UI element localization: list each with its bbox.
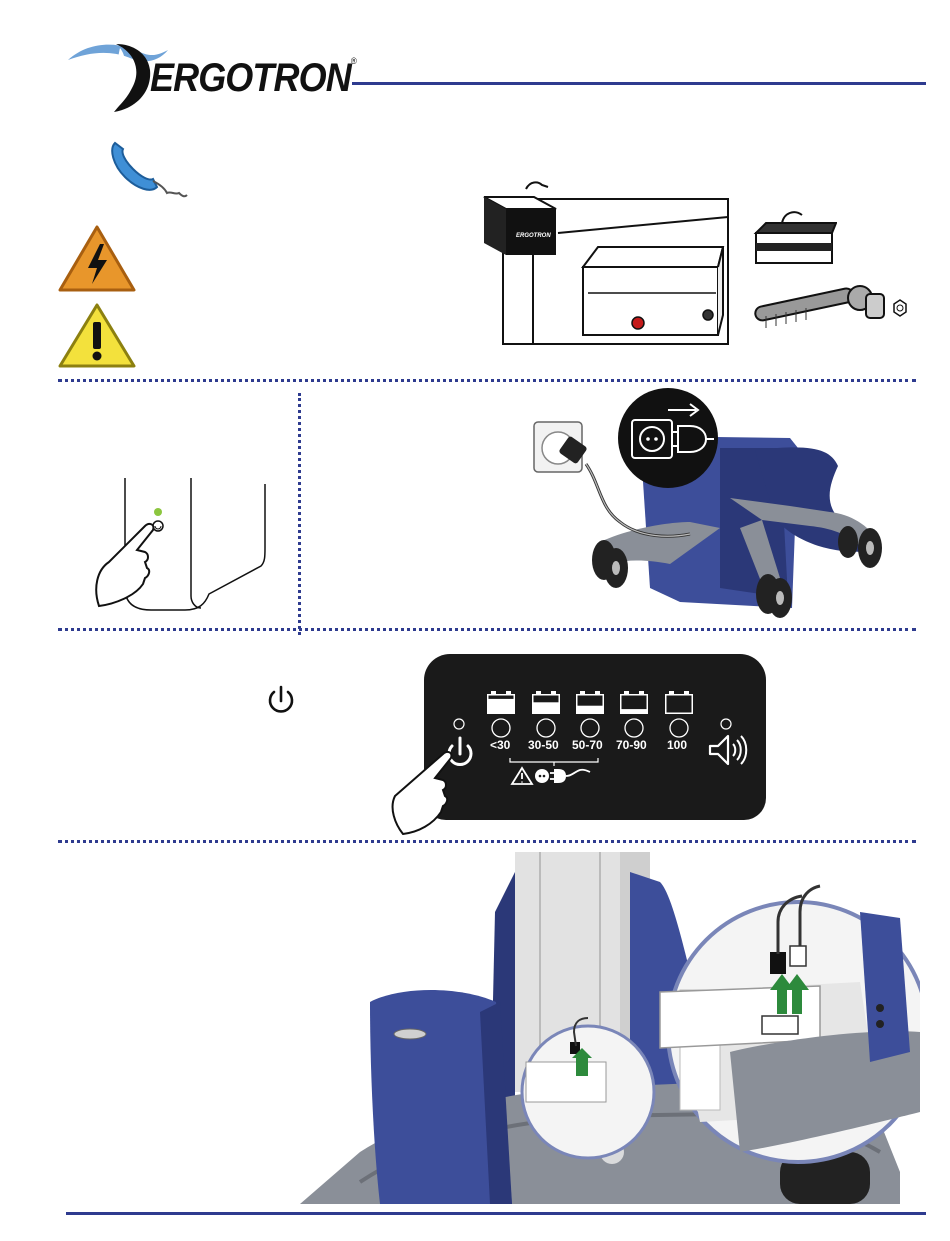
toolbox-icon [752, 205, 837, 267]
footer-rule [66, 1212, 926, 1215]
battery-level-icon [665, 691, 693, 714]
battery-level-label: 70-90 [616, 738, 647, 752]
hand-pressing-icon [385, 738, 475, 838]
battery-level-led [670, 719, 688, 737]
section-divider [58, 628, 916, 631]
cart-power-button-illustration [85, 478, 270, 613]
battery-level-icon [532, 691, 560, 714]
battery-level-label: 50-70 [572, 738, 603, 752]
low-battery-plug-in-icon [504, 754, 614, 786]
battery-level-icon [576, 691, 604, 714]
cart-plugged-in-illustration [530, 388, 920, 620]
cart-battery-connector-illustration [300, 852, 920, 1204]
battery-level-label: <30 [490, 738, 510, 752]
battery-level-icon [620, 691, 648, 714]
section-vertical-divider [298, 393, 301, 635]
battery-level-led [492, 719, 510, 737]
phone-handset-icon [105, 135, 190, 205]
battery-level-label: 30-50 [528, 738, 559, 752]
section-divider [58, 379, 916, 382]
speaker-icon[interactable] [706, 716, 754, 776]
caution-warning-icon [57, 302, 137, 372]
header-rule [352, 82, 926, 85]
section-divider [58, 840, 916, 843]
power-icon [265, 684, 297, 718]
battery-level-led [537, 719, 555, 737]
svg-text:ERGOTRON: ERGOTRON [516, 233, 551, 239]
battery-level-icon [487, 691, 515, 714]
battery-level-label: 100 [667, 738, 687, 752]
ratchet-wrench-icon [750, 280, 910, 340]
high-voltage-warning-icon [57, 224, 137, 294]
battery-level-led [581, 719, 599, 737]
battery-control-panel: <30 30-50 50-70 70-90 100 [424, 654, 766, 820]
battery-box-illustration: ERGOTRON [478, 175, 733, 350]
brand-wordmark: ERGOTRON® [150, 56, 356, 101]
battery-level-led [625, 719, 643, 737]
